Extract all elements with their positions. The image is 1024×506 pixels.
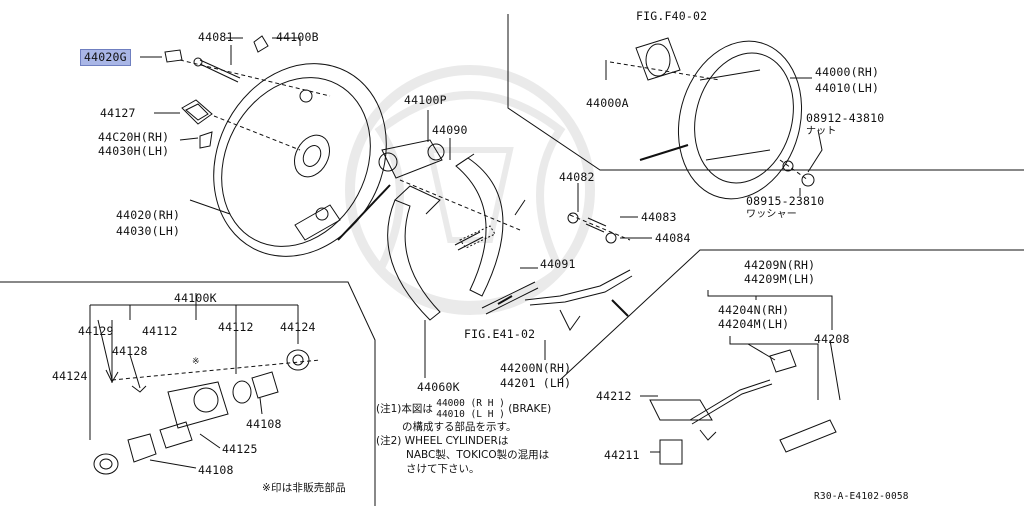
not-sold-note: ※印は非販売部品	[262, 482, 346, 494]
part-label-08915-23810: 08915-23810	[746, 194, 825, 208]
part-label-44000a: 44000A	[586, 96, 629, 110]
note1-prefix: (注1)本図は	[376, 403, 433, 415]
note2-line1: (注2) WHEEL CYLINDERは	[376, 435, 509, 447]
asterisk-mark: ※	[192, 357, 200, 367]
part-label-44211: 44211	[604, 448, 640, 462]
part-label-44204n-rh: 44204N(RH)	[718, 303, 790, 317]
part-label-44020-rh: 44020(RH)	[116, 208, 181, 222]
note1-rh: 44000 (R H )	[436, 398, 505, 409]
note2-line3: さけて下さい。	[406, 463, 480, 475]
part-label-44125: 44125	[222, 442, 258, 456]
part-label-44108-a: 44108	[246, 417, 282, 431]
note1-brake: (BRAKE)	[508, 403, 552, 415]
part-label-44127: 44127	[100, 106, 136, 120]
part-label-44124-a: 44124	[280, 320, 316, 334]
part-label-44128: 44128	[112, 344, 148, 358]
part-label-44030h-lh: 44030H(LH)	[98, 144, 170, 158]
note1-suffix: の構成する部品を示す。	[402, 421, 517, 433]
part-label-44201-lh: 44201 (LH)	[500, 376, 572, 390]
part-label-44030-lh: 44030(LH)	[116, 224, 181, 238]
figure-ref-e41-02[interactable]: FIG.E41-02	[464, 327, 536, 341]
figure-ref-f40-02[interactable]: FIG.F40-02	[636, 9, 708, 23]
part-label-44112-a: 44112	[142, 324, 178, 338]
part-label-44083: 44083	[641, 210, 677, 224]
part-label-44209m-lh: 44209M(LH)	[744, 272, 816, 286]
note1-lh: 44010 (L H )	[436, 409, 505, 420]
reference-code: R30-A-E4102-0058	[814, 491, 909, 502]
part-label-44129: 44129	[78, 324, 114, 338]
part-label-44100p: 44100P	[404, 93, 447, 107]
part-label-44204m-lh: 44204M(LH)	[718, 317, 790, 331]
watermark-emblem	[345, 65, 595, 315]
label-nut: ナット	[806, 126, 837, 137]
part-label-44010-lh: 44010(LH)	[815, 81, 880, 95]
part-label-44084: 44084	[655, 231, 691, 245]
note2-line2: NABC製、TOKICO製の混用は	[406, 449, 550, 461]
part-label-44124-b: 44124	[52, 369, 88, 383]
part-label-44c20h-rh: 44C20H(RH)	[98, 130, 170, 144]
notes-block: (注1)本図は 44000 (R H ) 44010 (L H ) (BRAKE…	[376, 398, 591, 476]
part-label-44082: 44082	[559, 170, 595, 184]
part-label-08912-43810: 08912-43810	[806, 111, 885, 125]
part-label-44208: 44208	[814, 332, 850, 346]
part-label-44200n-rh: 44200N(RH)	[500, 361, 572, 375]
part-label-44000-rh: 44000(RH)	[815, 65, 880, 79]
part-label-44100b: 44100B	[276, 30, 319, 44]
part-label-44081: 44081	[198, 30, 234, 44]
part-label-44090: 44090	[432, 123, 468, 137]
label-washer: ワッシャー	[746, 209, 797, 220]
part-label-44112-b: 44112	[218, 320, 254, 334]
part-label-44100k: 44100K	[174, 291, 217, 305]
part-label-44091: 44091	[540, 257, 576, 271]
part-label-44020g[interactable]: 44020G	[80, 49, 131, 66]
part-label-44108-b: 44108	[198, 463, 234, 477]
part-label-44209n-rh: 44209N(RH)	[744, 258, 816, 272]
part-label-44212: 44212	[596, 389, 632, 403]
part-label-44060k: 44060K	[417, 380, 460, 394]
